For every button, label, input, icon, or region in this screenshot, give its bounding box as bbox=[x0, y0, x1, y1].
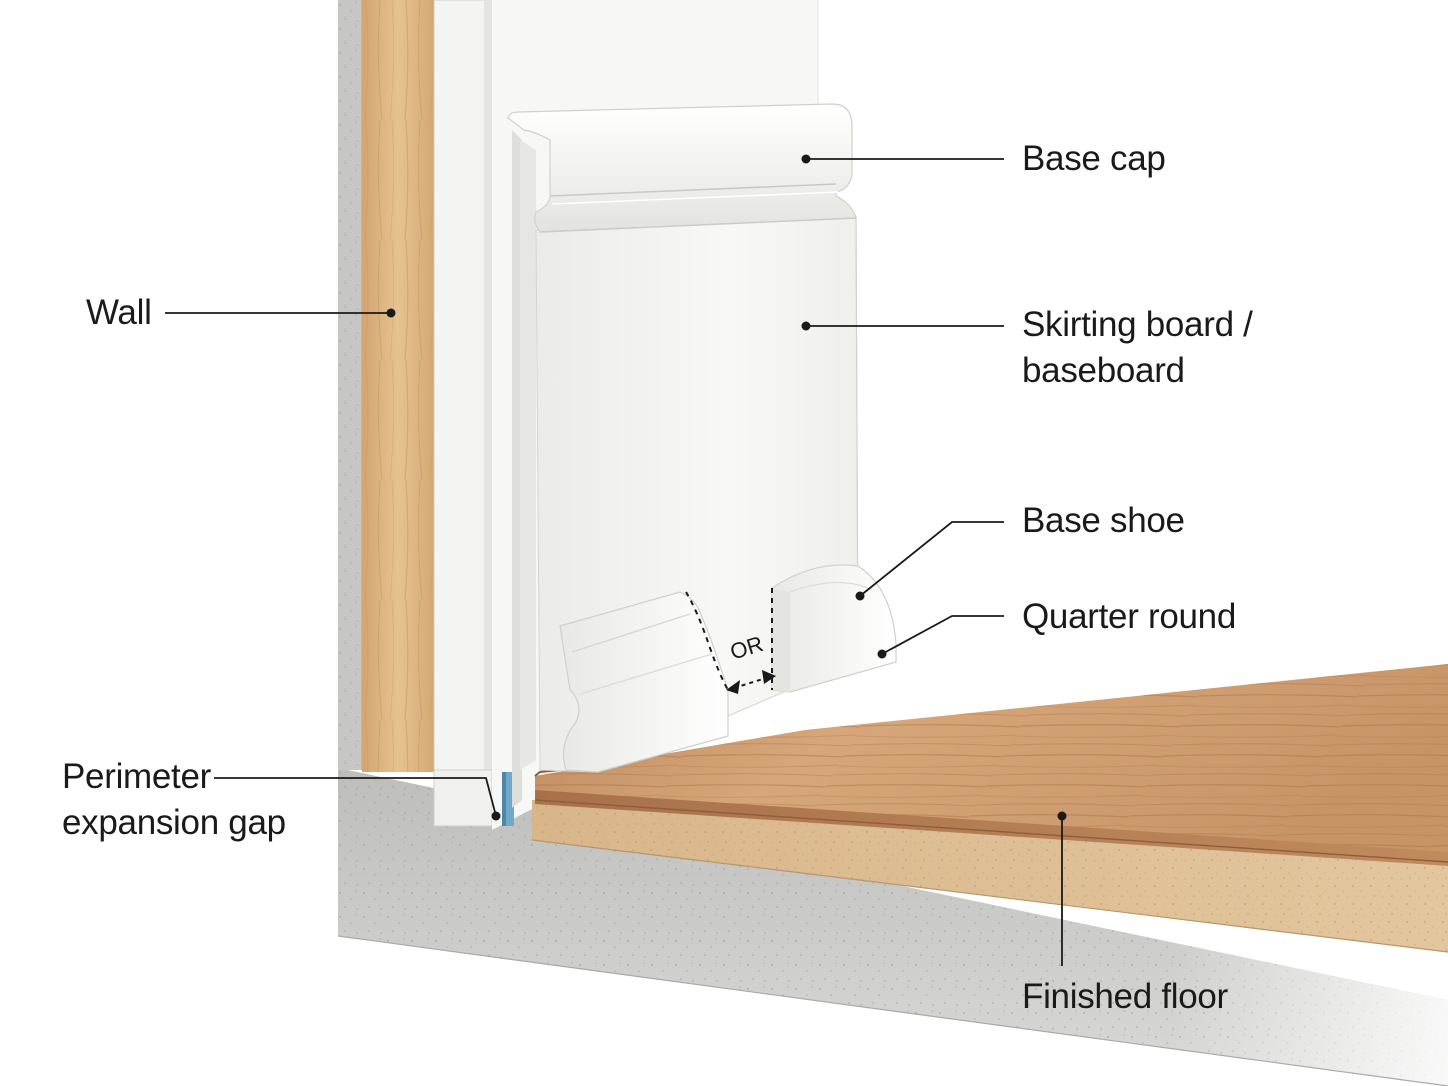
quarter-round-moulding bbox=[771, 564, 897, 693]
timber-stud bbox=[362, 0, 435, 772]
label-base-shoe: Base shoe bbox=[1022, 501, 1185, 540]
leader-perimeter-gap bbox=[214, 777, 497, 817]
floor-plank bbox=[534, 664, 1448, 866]
expansion-gap-foam bbox=[502, 772, 514, 826]
dot-quarter-round bbox=[877, 649, 887, 659]
dot-perimeter-gap bbox=[491, 811, 501, 821]
leader-base-shoe bbox=[859, 521, 1004, 597]
leader-lines bbox=[165, 158, 1063, 966]
label-finished-floor: Finished floor bbox=[1022, 977, 1228, 1016]
dot-wall bbox=[386, 308, 396, 318]
label-quarter-round: Quarter round bbox=[1022, 597, 1236, 636]
label-skirting-board: Skirting board / baseboard bbox=[1022, 305, 1253, 390]
dot-base-shoe bbox=[855, 591, 865, 601]
dot-base-cap bbox=[801, 154, 811, 164]
or-arrow bbox=[726, 670, 776, 694]
concrete-wall bbox=[338, 0, 363, 770]
leader-quarter-round bbox=[881, 615, 1004, 655]
label-base-cap: Base cap bbox=[1022, 139, 1166, 178]
base-shoe-moulding bbox=[559, 591, 729, 773]
label-wall: Wall bbox=[86, 293, 152, 332]
leader-dots bbox=[386, 154, 1067, 821]
label-perimeter-gap: Perimeter expansion gap bbox=[62, 757, 286, 842]
dot-skirting-board bbox=[801, 321, 811, 331]
dot-finished-floor bbox=[1057, 811, 1067, 821]
underlay-board bbox=[531, 800, 1448, 953]
base-cap-moulding bbox=[507, 103, 857, 233]
plasterboard bbox=[433, 0, 493, 827]
